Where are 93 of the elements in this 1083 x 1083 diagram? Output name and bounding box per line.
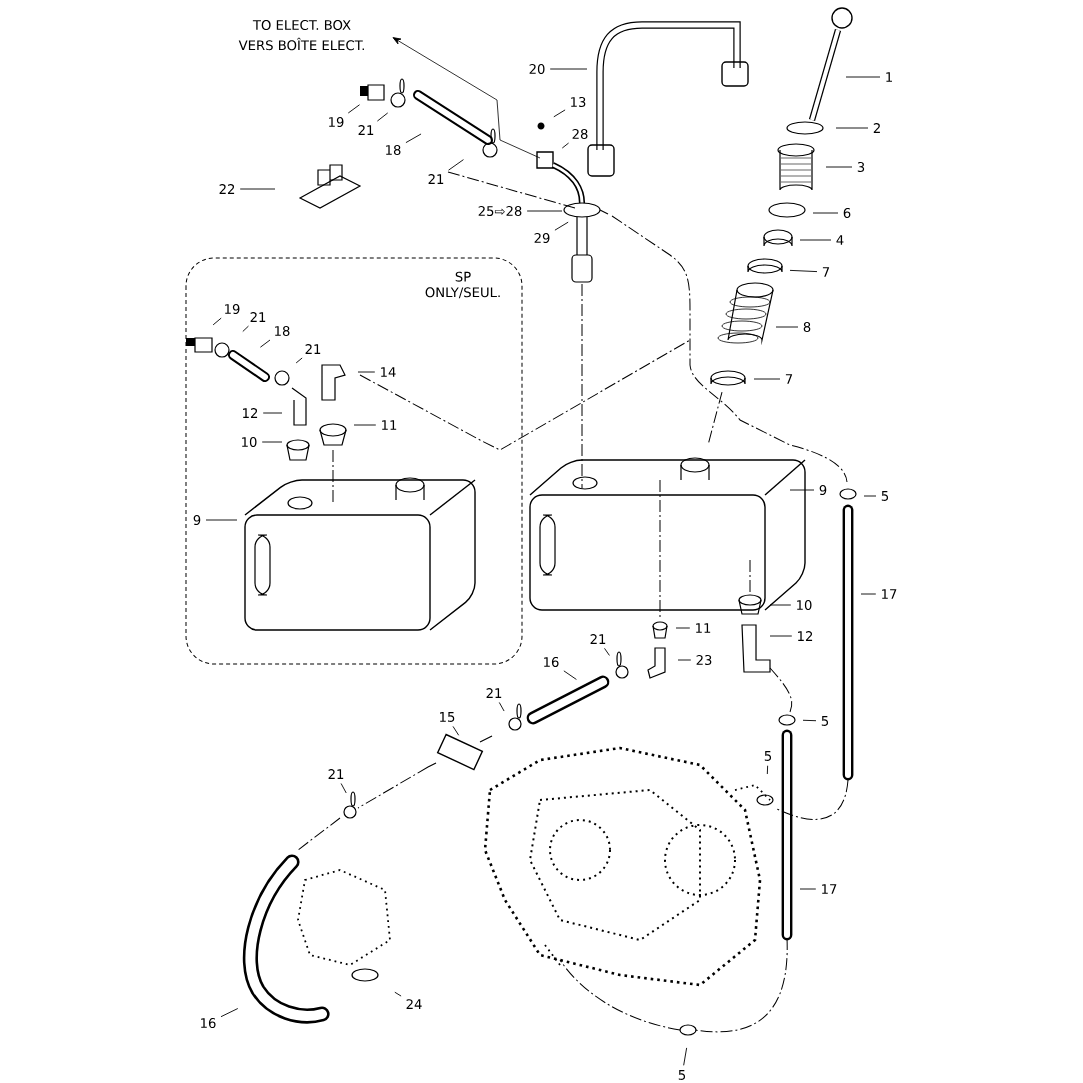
callout-number: 16 — [544, 657, 559, 667]
note-text: VERS BOÎTE ELECT. — [238, 37, 364, 51]
callout-number: 22 — [219, 184, 235, 194]
callout-number: 4 — [836, 235, 844, 245]
callout-number: 11 — [696, 623, 711, 633]
callout-number: 16 — [201, 1018, 216, 1028]
callout-number: 5 — [881, 491, 889, 501]
leader-line — [340, 783, 347, 794]
leader-line — [261, 441, 283, 443]
callout-number: 19 — [329, 117, 344, 127]
note-text: TO ELECT. BOX — [252, 20, 351, 30]
leader-line — [789, 269, 818, 273]
leader-line — [220, 1008, 239, 1018]
callout-number: 19 — [225, 304, 240, 314]
leader-line — [212, 317, 222, 326]
callout-number: 3 — [857, 162, 865, 172]
callout-number: 12 — [243, 408, 258, 418]
callout-number: 13 — [571, 97, 586, 107]
leader-line — [376, 112, 389, 122]
callout-number: 1 — [886, 72, 892, 82]
leader-line — [604, 647, 610, 656]
leader-line — [753, 378, 781, 380]
callout-number: 5 — [821, 716, 829, 726]
leader-line — [357, 371, 376, 373]
leader-line — [554, 221, 569, 231]
callout-number: 5 — [764, 751, 772, 761]
leader-line — [347, 104, 360, 114]
callout-number: 9 — [193, 515, 201, 525]
leader-line — [863, 495, 877, 497]
callout-number: 17 — [882, 589, 897, 599]
callout-number: 28 — [572, 129, 588, 139]
callout-number: 25⇨28 — [478, 206, 522, 216]
leader-line — [835, 127, 869, 129]
leader-line — [675, 627, 691, 629]
callout-number: 7 — [785, 374, 793, 384]
callout-number: 21 — [590, 634, 606, 644]
callout-number: 9 — [819, 485, 827, 495]
callout-number: 15 — [440, 712, 455, 722]
callout-number: 18 — [275, 326, 290, 336]
leader-line — [845, 76, 881, 78]
leader-line — [825, 166, 853, 168]
callout-number: 20 — [529, 64, 545, 74]
leader-line — [553, 109, 566, 118]
leader-line — [405, 133, 422, 144]
callout-number: 2 — [873, 123, 880, 133]
leader-line — [769, 635, 793, 637]
callout-number: 14 — [381, 367, 396, 377]
callout-number: 21 — [358, 125, 374, 135]
leader-line — [452, 725, 460, 736]
callout-number: 8 — [803, 322, 811, 332]
callout-number: 21 — [428, 174, 444, 184]
callout-number: 24 — [406, 999, 422, 1009]
leader-line — [769, 604, 792, 606]
callout-number: 21 — [305, 344, 321, 354]
leader-line — [242, 325, 249, 332]
callout-number: 10 — [242, 437, 257, 447]
callout-number: 5 — [678, 1070, 686, 1080]
callout-number: 10 — [797, 600, 812, 610]
leader-line — [549, 68, 588, 70]
leader-line — [394, 991, 402, 997]
inset-heading: SP ONLY/SEUL. — [425, 271, 500, 299]
callout-number: 21 — [328, 769, 344, 779]
leader-line — [677, 659, 692, 661]
leader-line — [802, 719, 817, 722]
callout-number: 11 — [382, 420, 397, 430]
leader-line — [561, 142, 570, 149]
leader-line — [239, 188, 276, 190]
leader-line — [766, 765, 769, 775]
leader-line — [683, 1047, 688, 1066]
leader-line — [259, 339, 271, 348]
leader-line — [353, 424, 377, 426]
leader-line — [860, 593, 877, 595]
callout-number: 17 — [822, 884, 837, 894]
callout-number: 29 — [534, 233, 550, 243]
callout-number: 7 — [822, 267, 830, 277]
leader-line — [799, 239, 832, 241]
leader-line — [526, 210, 563, 212]
leader-line — [448, 159, 464, 171]
leader-line — [789, 489, 815, 491]
leader-line — [295, 357, 303, 364]
callout-number: 23 — [696, 655, 712, 665]
leader-line — [498, 702, 505, 712]
callout-number: 12 — [798, 631, 813, 641]
callout-number: 21 — [250, 312, 266, 322]
leader-line — [799, 888, 817, 890]
leader-line — [205, 519, 238, 521]
callout-number: 21 — [486, 688, 502, 698]
callout-number: 18 — [386, 145, 401, 155]
leader-line — [563, 670, 577, 680]
leader-line — [262, 412, 283, 414]
leader-line — [775, 326, 799, 328]
callout-number: 6 — [843, 208, 851, 218]
leader-line — [812, 212, 839, 214]
